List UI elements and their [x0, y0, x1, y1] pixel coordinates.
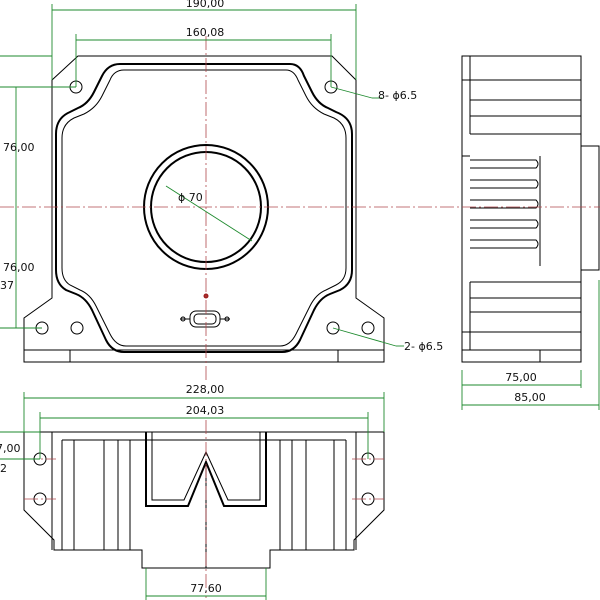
dimension-labels: 190,00 160,08 76,00 76,00 37 ϕ 70 8- ϕ6.… — [0, 0, 546, 595]
dim-76-upper: 76,00 — [3, 141, 35, 154]
dimensions — [0, 4, 600, 600]
side-view — [461, 55, 600, 363]
dim-160: 160,08 — [186, 26, 225, 39]
front-view — [23, 55, 385, 363]
dim-228: 228,00 — [186, 383, 225, 396]
centerlines — [0, 36, 600, 598]
bottom-view — [23, 431, 385, 569]
dim-75: 75,00 — [505, 371, 537, 384]
dim-190: 190,00 — [186, 0, 225, 10]
bottom-outline — [23, 431, 385, 569]
hole-note-bottom: 2- ϕ6.5 — [404, 340, 443, 353]
mount-hole-bottom-2 — [70, 321, 84, 335]
hole-note-top: 8- ϕ6.5 — [378, 89, 417, 102]
connector — [180, 310, 230, 328]
dim-bore: ϕ 70 — [178, 191, 203, 204]
dim-77: 77,60 — [190, 582, 222, 595]
dim-37: 37 — [0, 279, 14, 292]
dim-7: 7,00 — [0, 442, 21, 455]
dim-76-lower: 76,00 — [3, 261, 35, 274]
front-plate — [55, 63, 353, 353]
side-body — [461, 55, 582, 363]
dim-2: 2 — [0, 462, 7, 475]
front-outline — [23, 55, 385, 363]
mount-hole-bottom-4 — [361, 321, 375, 335]
dim-204: 204,03 — [186, 404, 225, 417]
dim-85: 85,00 — [514, 391, 546, 404]
